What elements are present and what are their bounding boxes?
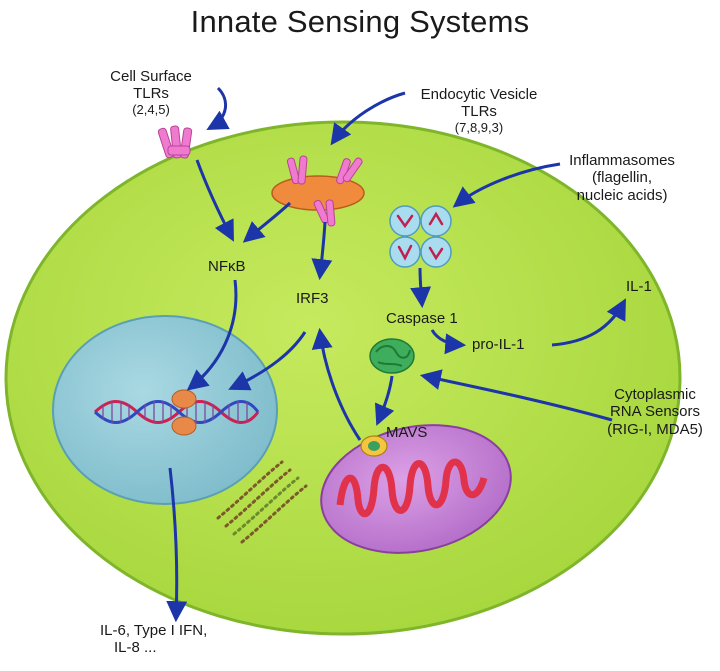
arrow-vesicle-to-nfkb xyxy=(242,201,292,243)
label-cytoplasmic-sensors-line2: RNA Sensors xyxy=(609,403,701,421)
node-irf3: IRF3 xyxy=(296,290,329,307)
endoplasmic-reticulum xyxy=(216,460,308,544)
nucleus xyxy=(52,315,278,505)
label-inflammasomes-line1: Inflammasomes xyxy=(569,152,675,169)
node-caspase1: Caspase 1 xyxy=(386,310,458,327)
rna-sensor-blob xyxy=(369,338,415,374)
endocytic-vesicle xyxy=(271,155,365,227)
label-cytoplasmic-sensors: Cytoplasmic RNA Sensors (RIG-I, MDA5) xyxy=(596,386,714,438)
arrow-mavs-to-irf3 xyxy=(311,327,362,441)
label-inflammasomes-line2: (flagellin, xyxy=(591,169,653,187)
label-inflammasomes: Inflammasomes (flagellin, nucleic acids) xyxy=(560,152,684,204)
arrow-irf3-to-nucleus xyxy=(228,331,307,391)
node-nfkb: NFκB xyxy=(208,258,246,275)
transcription-factor xyxy=(171,389,197,436)
diagram-title: Innate Sensing Systems xyxy=(190,4,530,39)
label-cell-surface-tlrs: Cell Surface TLRs (2,4,5) xyxy=(96,68,206,117)
dna-helix xyxy=(93,400,260,424)
arrow-blob-to-mavs xyxy=(374,375,395,426)
label-endocytic-tlrs-line3: (7,8,9,3) xyxy=(454,119,504,135)
label-cytoplasmic-sensors-line1: Cytoplasmic xyxy=(614,386,696,403)
label-endocytic-tlrs-line1: Endocytic Vesicle xyxy=(420,86,538,103)
arrow-cytoplasmic-label-to-blob xyxy=(419,369,613,422)
label-cell-surface-tlrs-line2: TLRs xyxy=(133,85,169,103)
arrow-receptor-to-nfkb xyxy=(195,159,234,242)
label-outputs: IL-6, Type I IFN, IL-8 ... xyxy=(100,622,250,657)
arrow-caspase-to-proil1 xyxy=(430,329,467,355)
label-inflammasomes-line3: nucleic acids) xyxy=(576,186,668,204)
arrow-nfkb-to-nucleus xyxy=(186,279,238,391)
arrow-proil1-to-il1 xyxy=(551,298,626,347)
label-outputs-line1: IL-6, Type I IFN, xyxy=(100,622,208,639)
arrow-endocytic-label-to-vesicle xyxy=(330,91,406,146)
arrow-inflammasome-label-to-complex xyxy=(452,162,561,208)
arrow-vesicle-to-irf3 xyxy=(311,221,333,281)
node-mavs: MAVS xyxy=(386,424,428,441)
mavs-complex xyxy=(360,435,388,457)
node-il1: IL-1 xyxy=(626,278,652,295)
arrow-inflammasome-to-caspase xyxy=(410,267,432,309)
label-cytoplasmic-sensors-line3: (RIG-I, MDA5) xyxy=(607,420,703,438)
node-pro-il1: pro-IL-1 xyxy=(472,336,525,353)
label-cell-surface-tlrs-line1: Cell Surface xyxy=(110,68,192,85)
arrow-nucleus-to-output xyxy=(166,467,188,623)
cell-surface-tlr-receptor xyxy=(157,125,193,159)
inflammasome-ligands xyxy=(396,211,444,261)
arrow-celltlr-label-to-receptor xyxy=(206,86,230,131)
arrows xyxy=(166,86,626,623)
label-endocytic-tlrs: Endocytic Vesicle TLRs (7,8,9,3) xyxy=(404,86,554,135)
label-endocytic-tlrs-line2: TLRs xyxy=(461,103,497,121)
mitochondrion xyxy=(320,424,512,554)
label-cell-surface-tlrs-line3: (2,4,5) xyxy=(132,101,170,117)
label-outputs-line2: IL-8 ... xyxy=(114,639,157,657)
inflammasome-complex xyxy=(389,205,452,268)
